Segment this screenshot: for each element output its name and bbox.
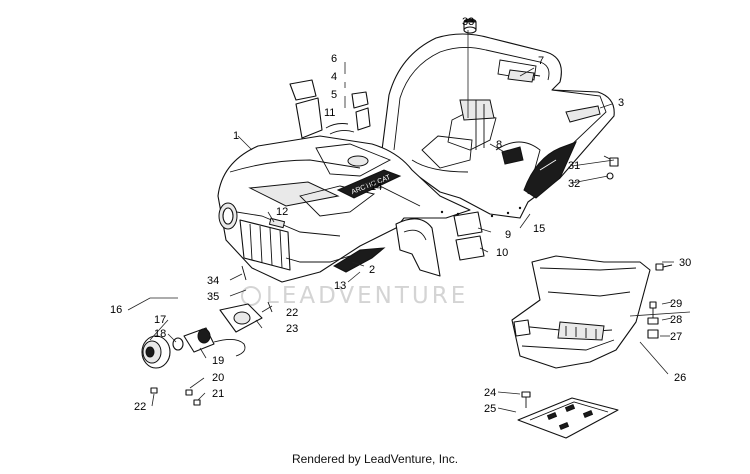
callout-11: 11: [324, 107, 335, 119]
callout-7: 7: [538, 55, 544, 67]
callout-27: 27: [670, 331, 682, 343]
callout-32: 32: [568, 178, 580, 190]
footer-credit: Rendered by LeadVenture, Inc.: [291, 452, 459, 466]
callout-24: 24: [484, 387, 496, 399]
decals-4-5-6: [289, 79, 371, 139]
callout-25: 25: [484, 403, 496, 415]
callout-16: 16: [110, 304, 122, 316]
callout-8: 8: [496, 139, 502, 151]
callout-35: 35: [207, 291, 219, 303]
bezel-23: [219, 303, 263, 333]
callout-31: 31: [568, 160, 580, 172]
watermark-text: LEADVENTURE: [266, 283, 468, 309]
callout-13: 13: [334, 280, 346, 292]
callout-22a: 22: [134, 401, 146, 413]
callout-4: 4: [331, 71, 337, 83]
callout-3: 3: [618, 97, 624, 109]
callout-28: 28: [670, 314, 682, 326]
rear-fender-stripe: [523, 141, 577, 199]
callout-22b: 22: [286, 307, 298, 319]
decal-8: [501, 146, 524, 165]
callout-34: 34: [207, 275, 219, 287]
callout-labels: 1 2 3 4 5 6 7 8 9 10 11 12 13 14 15 16 1…: [110, 16, 691, 415]
callout-1: 1: [233, 130, 239, 142]
cap-33: [463, 18, 477, 34]
callout-29: 29: [670, 298, 682, 310]
callout-30: 30: [679, 257, 691, 269]
bolts-31-32: [603, 155, 619, 180]
decals-9-10: [453, 211, 485, 261]
callout-14: 14: [370, 181, 382, 193]
callout-33: 33: [462, 16, 474, 28]
callout-9: 9: [505, 229, 511, 241]
callout-26: 26: [674, 372, 686, 384]
callout-2: 2: [369, 264, 375, 276]
leader-lines: [127, 30, 691, 413]
watermark: LEADVENTURE: [241, 196, 468, 309]
callout-17: 17: [154, 314, 166, 326]
front-body-panel: ARCTIC CAT: [217, 135, 471, 283]
callout-10: 10: [496, 247, 508, 259]
callout-21: 21: [212, 388, 224, 400]
bolt-30: [655, 263, 673, 271]
skid-plate: [517, 391, 619, 439]
callout-5: 5: [331, 89, 337, 101]
callout-15: 15: [533, 223, 545, 235]
callout-20: 20: [212, 372, 224, 384]
callout-12: 12: [276, 206, 288, 218]
footwell-panel: [511, 255, 651, 369]
fasteners-27-28-29: [647, 301, 659, 339]
callout-6: 6: [331, 53, 337, 65]
callout-23: 23: [286, 323, 298, 335]
callout-18: 18: [154, 328, 166, 340]
small-screws: [150, 265, 273, 406]
callout-19: 19: [212, 355, 224, 367]
